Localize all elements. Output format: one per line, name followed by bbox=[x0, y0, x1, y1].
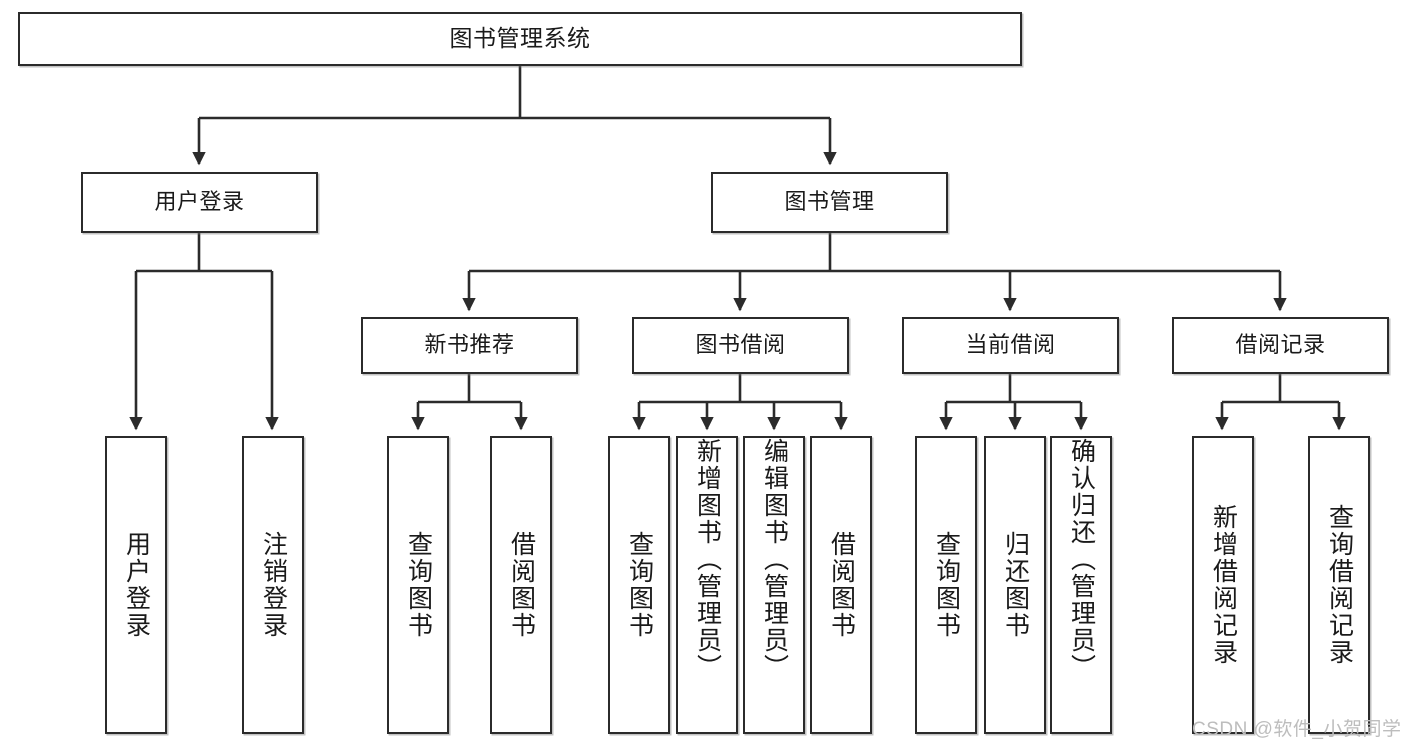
node-label: 查询图书 bbox=[625, 531, 654, 639]
leaf-user-login[interactable]: 用户登录 bbox=[105, 436, 167, 734]
node-label: 新书推荐 bbox=[424, 332, 515, 358]
leaf-query-book-current[interactable]: 查询图书 bbox=[915, 436, 977, 734]
csdn-watermark: CSDN @软件_小贺同学 bbox=[1192, 719, 1402, 740]
node-label: 借阅图书 bbox=[827, 531, 856, 639]
node-label: 注销登录 bbox=[259, 531, 288, 639]
leaf-confirm-return-admin[interactable]: 确认归还（管理员） bbox=[1050, 436, 1112, 734]
node-label: 查询图书 bbox=[932, 531, 961, 639]
node-label: 借阅图书 bbox=[507, 531, 536, 639]
leaf-borrow-book[interactable]: 借阅图书 bbox=[810, 436, 872, 734]
node-label: 图书管理 bbox=[784, 189, 875, 215]
leaf-borrow-book-new-recommend[interactable]: 借阅图书 bbox=[490, 436, 552, 734]
leaf-add-book-admin[interactable]: 新增图书（管理员） bbox=[676, 436, 738, 734]
node-user-login[interactable]: 用户登录 bbox=[81, 172, 318, 233]
node-label: 查询图书 bbox=[404, 531, 433, 639]
node-label: 当前借阅 bbox=[965, 332, 1056, 358]
node-label: 图书管理系统 bbox=[449, 25, 591, 52]
node-root-book-management-system[interactable]: 图书管理系统 bbox=[18, 12, 1022, 66]
node-label: 归还图书 bbox=[1001, 531, 1030, 639]
node-label: 用户登录 bbox=[122, 531, 151, 639]
leaf-edit-book-admin[interactable]: 编辑图书（管理员） bbox=[743, 436, 805, 734]
node-label: 借阅记录 bbox=[1235, 332, 1326, 358]
leaf-query-borrow-record[interactable]: 查询借阅记录 bbox=[1308, 436, 1370, 734]
node-label: 新增图书（管理员） bbox=[693, 438, 722, 681]
node-book-borrow[interactable]: 图书借阅 bbox=[632, 317, 849, 374]
node-label: 编辑图书（管理员） bbox=[760, 438, 789, 681]
leaf-return-book[interactable]: 归还图书 bbox=[984, 436, 1046, 734]
leaf-add-borrow-record[interactable]: 新增借阅记录 bbox=[1192, 436, 1254, 734]
node-label: 新增借阅记录 bbox=[1209, 504, 1238, 666]
leaf-user-logout[interactable]: 注销登录 bbox=[242, 436, 304, 734]
leaf-query-book-new-recommend[interactable]: 查询图书 bbox=[387, 436, 449, 734]
node-book-management[interactable]: 图书管理 bbox=[711, 172, 948, 233]
node-borrow-record[interactable]: 借阅记录 bbox=[1172, 317, 1389, 374]
node-label: 查询借阅记录 bbox=[1325, 504, 1354, 666]
node-label: 确认归还（管理员） bbox=[1067, 438, 1096, 681]
node-current-borrow[interactable]: 当前借阅 bbox=[902, 317, 1119, 374]
leaf-query-book-borrow[interactable]: 查询图书 bbox=[608, 436, 670, 734]
node-label: 用户登录 bbox=[154, 189, 245, 215]
node-new-book-recommend[interactable]: 新书推荐 bbox=[361, 317, 578, 374]
node-label: 图书借阅 bbox=[695, 332, 786, 358]
